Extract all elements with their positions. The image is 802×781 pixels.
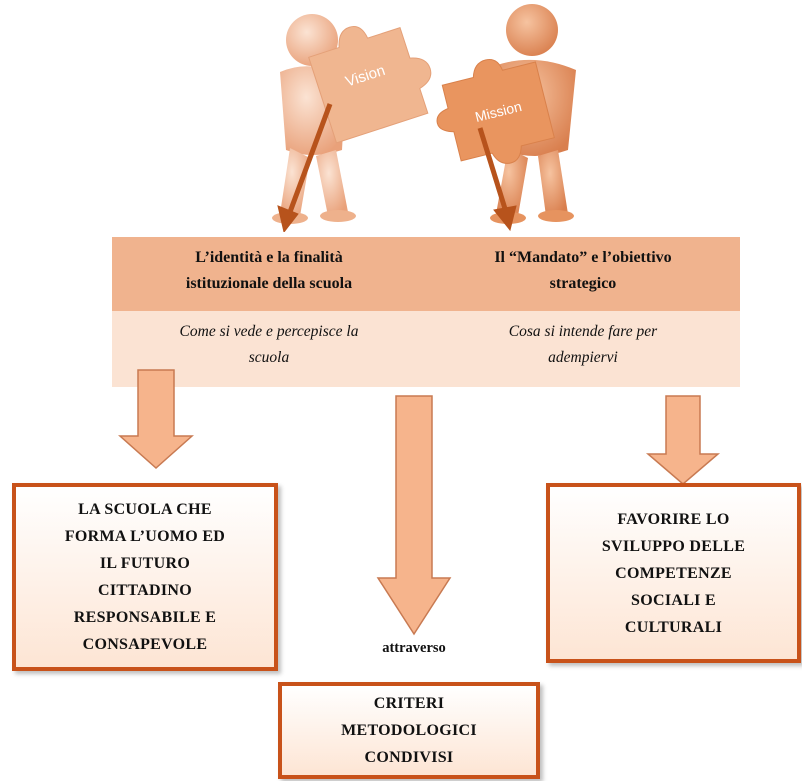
pointer-arrows (277, 103, 517, 232)
bottom-criteria-line: CONDIVISI (364, 749, 454, 766)
vision-mission-illustration: Vision Mission (272, 4, 576, 232)
left-outcome-line: FORMA L’UOMO ED (64, 528, 226, 545)
left-outcome-line: IL FUTURO (99, 555, 191, 572)
bottom-criteria-line: CRITERI (373, 695, 445, 712)
right-outcome-line: FAVORIRE LO (617, 510, 730, 528)
bottom-criteria-box: CRITERI METODOLOGICI CONDIVISI (278, 682, 540, 779)
left-outcome-line: CONSAPEVOLE (82, 636, 208, 653)
left-outcome-box: LA SCUOLA CHE FORMA L’UOMO ED IL FUTURO … (12, 483, 278, 671)
right-outcome-line: CULTURALI (624, 618, 723, 636)
bottom-criteria-text: CRITERI METODOLOGICI CONDIVISI (341, 690, 477, 771)
mission-title-line: Il “Mandato” e l’obiettivo (494, 249, 672, 266)
middle-block-arrow (376, 395, 452, 636)
bottom-criteria-line: METODOLOGICI (341, 722, 477, 739)
right-block-arrow (645, 395, 721, 485)
vision-subtitle-line: scuola (248, 349, 290, 366)
mission-subtitle-line: adempiervi (548, 349, 618, 366)
mission-subtitle: Cosa si intende fare per adempiervi (426, 319, 740, 371)
vision-puzzle-piece: Vision (308, 26, 432, 144)
right-outcome-line: COMPETENZE (615, 564, 732, 582)
right-outcome-line: SVILUPPO DELLE (601, 537, 746, 555)
header-table: L’identità e la finalità istituzionale d… (112, 237, 740, 387)
header-subtitle-row: Come si vede e percepisce la scuola Cosa… (112, 311, 740, 387)
vision-subtitle-line: Come si vede e percepisce la (179, 323, 359, 340)
left-outcome-line: RESPONSABILE E (73, 609, 217, 626)
mission-title-line: strategico (549, 275, 617, 292)
mission-subtitle-line: Cosa si intende fare per (508, 323, 658, 340)
vision-title-line: L’identità e la finalità (195, 249, 343, 266)
left-outcome-line: LA SCUOLA CHE (78, 501, 212, 518)
left-block-arrow (118, 369, 194, 470)
header-title-row: L’identità e la finalità istituzionale d… (112, 237, 740, 311)
left-outcome-text: LA SCUOLA CHE FORMA L’UOMO ED IL FUTURO … (65, 496, 225, 658)
vision-title: L’identità e la finalità istituzionale d… (112, 245, 426, 297)
mission-title: Il “Mandato” e l’obiettivo strategico (426, 245, 740, 297)
left-outcome-line: CITTADINO (98, 582, 192, 599)
vision-subtitle: Come si vede e percepisce la scuola (112, 319, 426, 371)
right-outcome-line: SOCIALI E (631, 591, 716, 609)
mission-puzzle-piece: Mission (436, 59, 555, 164)
right-outcome-text: FAVORIRE LO SVILUPPO DELLE COMPETENZE SO… (602, 506, 745, 641)
right-outcome-box: FAVORIRE LO SVILUPPO DELLE COMPETENZE SO… (546, 483, 801, 663)
vision-title-line: istituzionale della scuola (185, 275, 353, 292)
connector-label: attraverso (382, 640, 446, 656)
